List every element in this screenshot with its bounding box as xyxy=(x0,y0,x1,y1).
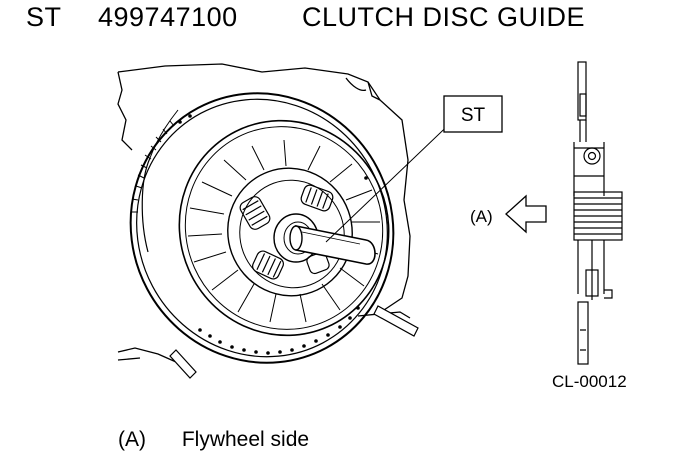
ring-gear-teeth xyxy=(131,120,175,213)
clutch-disc xyxy=(178,119,390,337)
a-callout-label: (A) xyxy=(470,207,493,226)
title-prefix: ST xyxy=(26,2,62,32)
tool-name: CLUTCH DISC GUIDE xyxy=(302,2,586,32)
side-view-assembly xyxy=(573,61,623,365)
part-number: 499747100 xyxy=(98,2,238,32)
flywheel xyxy=(129,92,395,364)
st-callout: ST xyxy=(325,95,503,243)
flywheel-holes xyxy=(178,114,368,355)
legend-caption: (A) Flywheel side xyxy=(118,428,309,452)
st-callout-label: ST xyxy=(461,105,486,126)
disc-spokes xyxy=(187,139,380,323)
figure-code: CL-00012 xyxy=(552,372,627,391)
release-pins xyxy=(169,305,419,379)
caption-code: (A) xyxy=(118,428,146,451)
flywheel-side-arrow: (A) xyxy=(470,194,547,234)
caption-text: Flywheel side xyxy=(181,428,310,451)
housing-outline xyxy=(117,63,411,363)
guide-tool xyxy=(289,225,376,265)
